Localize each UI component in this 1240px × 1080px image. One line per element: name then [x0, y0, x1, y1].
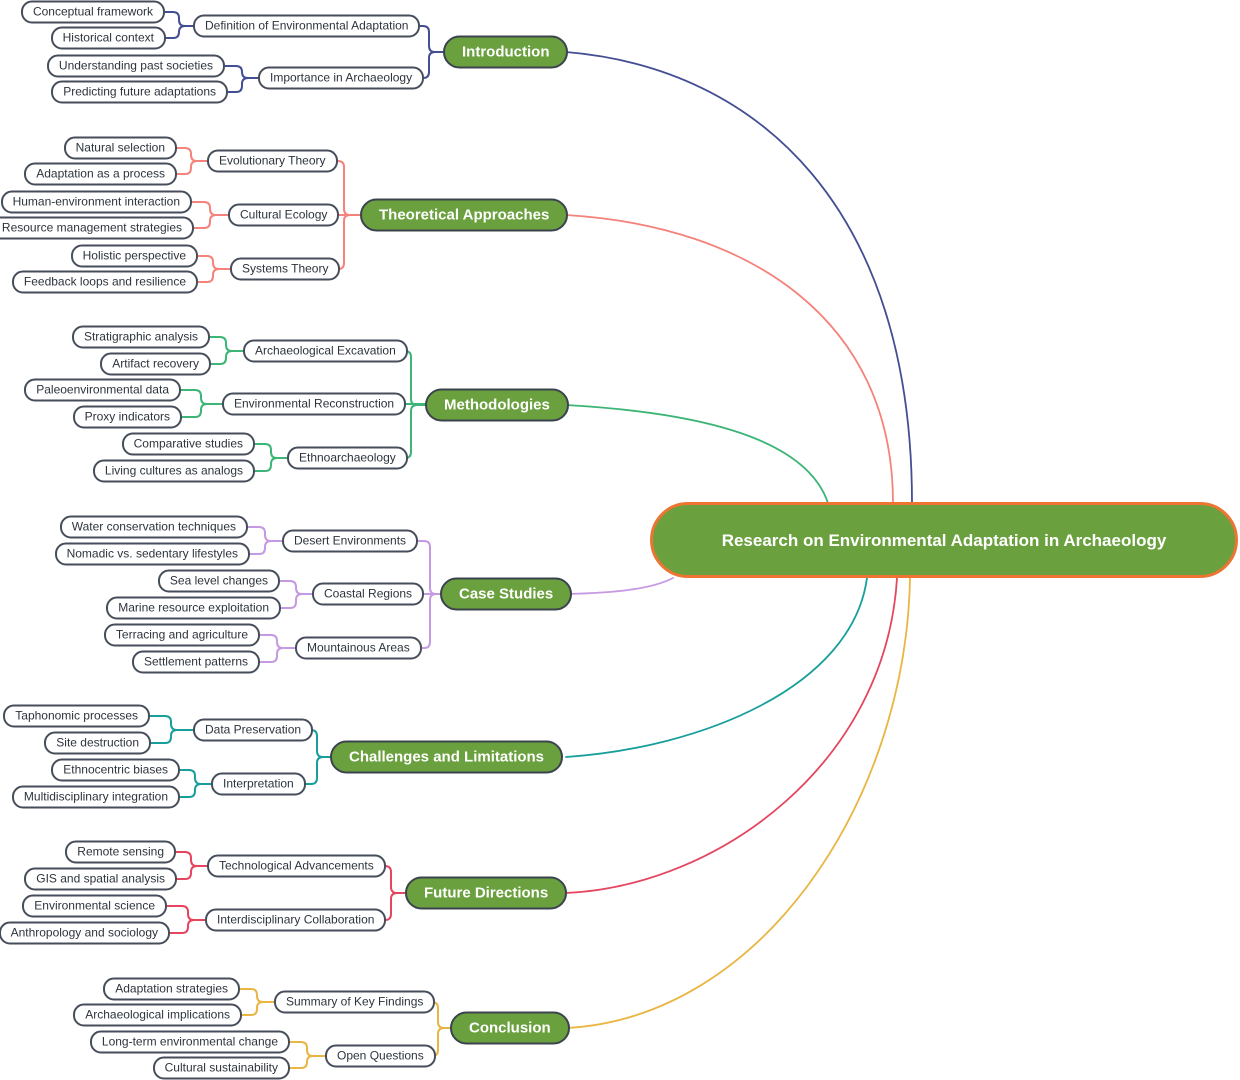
connectors-introduction	[164, 11, 913, 504]
leaf-node[interactable]: Natural selection	[63, 136, 177, 160]
branch-node-theoretical-approaches[interactable]: Theoretical Approaches	[360, 198, 569, 232]
branch-node-challenges-and-limitations[interactable]: Challenges and Limitations	[330, 740, 564, 774]
leaf-node[interactable]: Cultural sustainability	[152, 1056, 290, 1080]
topic-node[interactable]: Archaeological Excavation	[243, 339, 408, 363]
topic-node[interactable]: Importance in Archaeology	[258, 66, 425, 90]
leaf-node[interactable]: Settlement patterns	[131, 650, 260, 674]
leaf-node[interactable]: Human-environment interaction	[0, 190, 192, 214]
connectors-challenges	[149, 577, 868, 798]
leaf-node[interactable]: Adaptation as a process	[24, 162, 177, 186]
topic-node[interactable]: Systems Theory	[230, 257, 341, 281]
leaf-node[interactable]: Site destruction	[44, 731, 151, 755]
branch-node-conclusion[interactable]: Conclusion	[450, 1011, 570, 1045]
topic-node[interactable]: Cultural Ecology	[228, 203, 340, 227]
topic-node[interactable]: Desert Environments	[282, 529, 419, 553]
topic-node[interactable]: Summary of Key Findings	[274, 990, 436, 1014]
leaf-node[interactable]: Ethnocentric biases	[51, 758, 180, 782]
leaf-node[interactable]: Water conservation techniques	[59, 515, 248, 539]
central-topic-label: Research on Environmental Adaptation in …	[721, 530, 1167, 550]
topic-node[interactable]: Technological Advancements	[207, 854, 386, 878]
leaf-node[interactable]: Archaeological implications	[73, 1003, 242, 1027]
topic-node[interactable]: Evolutionary Theory	[207, 149, 338, 173]
topic-node[interactable]: Open Questions	[325, 1044, 436, 1068]
leaf-node[interactable]: Predicting future adaptations	[51, 80, 228, 104]
leaf-node[interactable]: Marine resource exploitation	[106, 596, 281, 620]
connectors-case-studies	[247, 526, 674, 663]
topic-node[interactable]: Interdisciplinary Collaboration	[205, 908, 387, 932]
branch-node-future-directions[interactable]: Future Directions	[405, 876, 568, 910]
topic-node[interactable]: Interpretation	[211, 772, 306, 796]
topic-node[interactable]: Environmental Reconstruction	[222, 392, 407, 416]
leaf-node[interactable]: Feedback loops and resilience	[11, 270, 198, 294]
leaf-node[interactable]: Proxy indicators	[72, 405, 182, 429]
leaf-node[interactable]: Sea level changes	[157, 569, 280, 593]
leaf-node[interactable]: Terracing and agriculture	[103, 623, 260, 647]
connectors-future-directions	[166, 577, 898, 934]
leaf-node[interactable]: Nomadic vs. sedentary lifestyles	[54, 542, 250, 566]
leaf-node[interactable]: Environmental science	[22, 894, 167, 918]
leaf-node[interactable]: Taphonomic processes	[3, 704, 150, 728]
branch-node-methodologies[interactable]: Methodologies	[425, 388, 569, 422]
leaf-node[interactable]: Holistic perspective	[70, 244, 198, 268]
leaf-node[interactable]: Historical context	[50, 26, 166, 50]
leaf-node[interactable]: Understanding past societies	[46, 54, 225, 78]
topic-node[interactable]: Ethnoarchaeology	[287, 446, 408, 470]
leaf-node[interactable]: Long-term environmental change	[89, 1030, 290, 1054]
branch-node-case-studies[interactable]: Case Studies	[440, 577, 573, 611]
central-topic-node[interactable]: Research on Environmental Adaptation in …	[650, 502, 1238, 578]
leaf-node[interactable]: Remote sensing	[65, 840, 176, 864]
leaf-node[interactable]: Living cultures as analogs	[92, 459, 255, 483]
leaf-node[interactable]: Stratigraphic analysis	[71, 325, 210, 349]
leaf-node[interactable]: Paleoenvironmental data	[24, 378, 181, 402]
leaf-node[interactable]: Anthropology and sociology	[0, 921, 170, 945]
branch-node-introduction[interactable]: Introduction	[443, 35, 569, 69]
leaf-node[interactable]: Artifact recovery	[100, 352, 211, 376]
leaf-node[interactable]: GIS and spatial analysis	[24, 867, 177, 891]
topic-node[interactable]: Coastal Regions	[312, 582, 425, 606]
leaf-node[interactable]: Adaptation strategies	[103, 977, 240, 1001]
leaf-node[interactable]: Multidisciplinary integration	[11, 785, 180, 809]
connectors-theoretical-approaches	[176, 147, 894, 504]
leaf-node[interactable]: Conceptual framework	[20, 0, 165, 24]
topic-node[interactable]: Data Preservation	[193, 718, 314, 742]
topic-node[interactable]: Definition of Environmental Adaptation	[193, 14, 421, 38]
leaf-node[interactable]: Resource management strategies	[0, 216, 194, 240]
leaf-node[interactable]: Comparative studies	[121, 432, 255, 456]
topic-node[interactable]: Mountainous Areas	[295, 636, 422, 660]
